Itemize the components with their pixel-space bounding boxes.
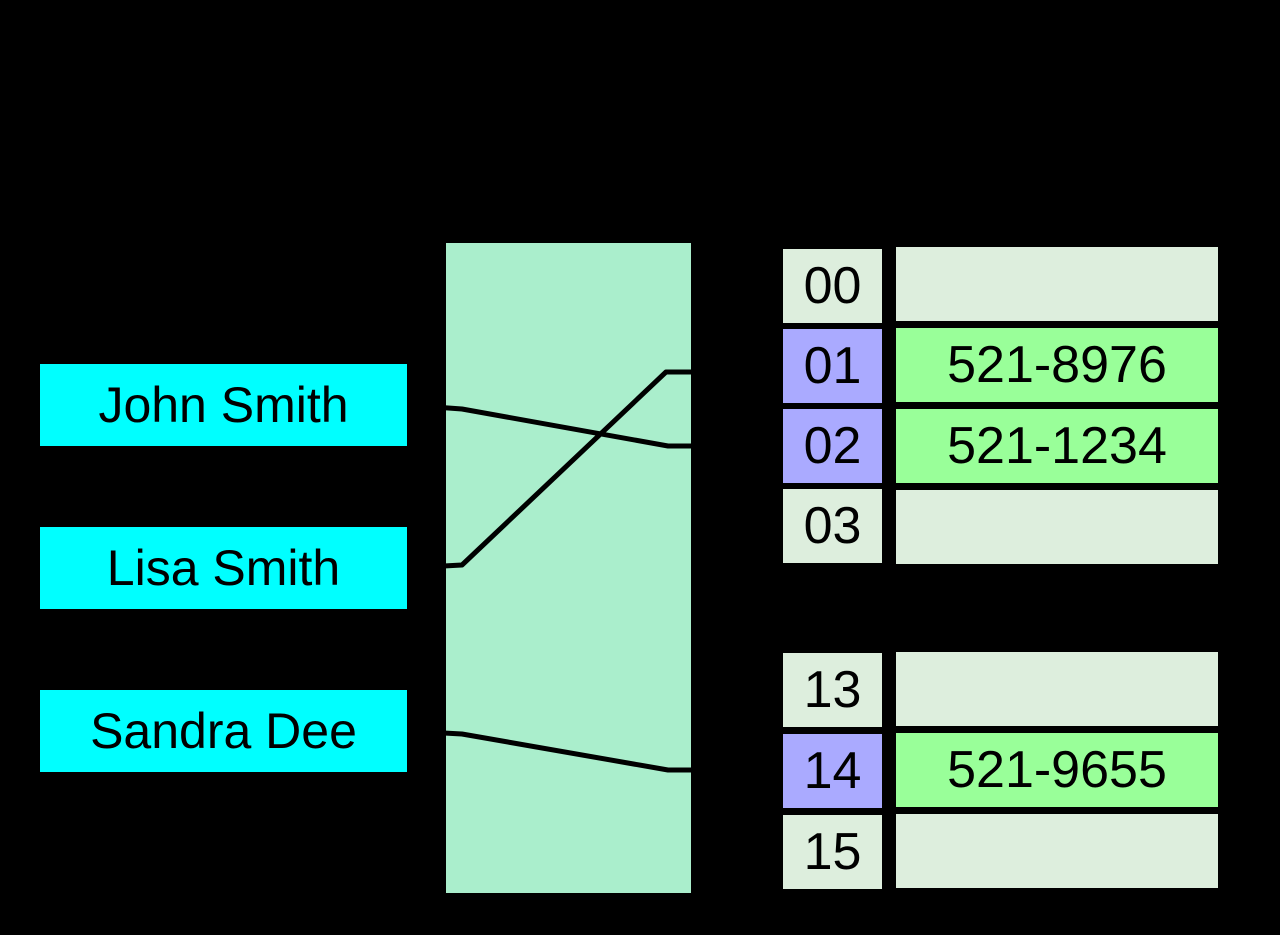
- bucket-value: 521-8976: [896, 328, 1218, 402]
- bucket-value: [896, 247, 1218, 321]
- bucket-index: 02: [783, 409, 882, 483]
- bucket-index: 00: [783, 249, 882, 323]
- bucket-index: 15: [783, 815, 882, 889]
- bucket-index: 13: [783, 653, 882, 727]
- bucket-value: 521-1234: [896, 409, 1218, 483]
- key-box-sandra-dee: Sandra Dee: [40, 690, 407, 772]
- line-sandra-dee-to-14: [406, 728, 691, 773]
- bucket-value: [896, 652, 1218, 726]
- hash-function-box: [446, 243, 691, 893]
- bucket-index: 01: [783, 329, 882, 403]
- bucket-value: 521-9655: [896, 733, 1218, 807]
- line-john-smith-to-02: [406, 402, 691, 449]
- bucket-index: 03: [783, 489, 882, 563]
- key-label: Sandra Dee: [90, 703, 357, 759]
- bucket-value: [896, 814, 1218, 888]
- key-label: John Smith: [98, 377, 349, 433]
- key-box-lisa-smith: Lisa Smith: [40, 527, 407, 609]
- bucket-index: 14: [783, 734, 882, 808]
- key-box-john-smith: John Smith: [40, 364, 407, 446]
- bucket-value: [896, 490, 1218, 564]
- line-lisa-smith-to-01: [406, 369, 691, 571]
- key-label: Lisa Smith: [106, 540, 341, 596]
